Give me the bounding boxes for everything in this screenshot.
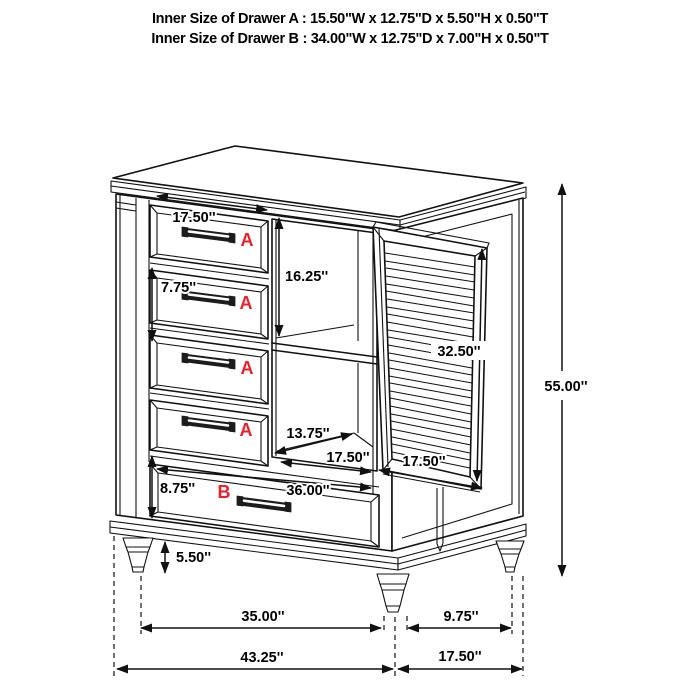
overall-depth-label: 17.50'' xyxy=(438,649,481,665)
drawer-b-width-label: 36.00'' xyxy=(286,483,329,499)
door-height-label-bg xyxy=(431,341,488,360)
dimension-labels: 17.50'' 16.25'' 7.75'' 32.50'' 55.00'' 1… xyxy=(158,208,590,668)
dim-door-height xyxy=(472,248,487,482)
drawer-a4-letter: A xyxy=(240,420,253,440)
door-height-label: 32.50'' xyxy=(437,344,480,360)
drawer-rails xyxy=(149,262,380,488)
interior-width-label: 17.50'' xyxy=(326,450,369,466)
front-leg-spacing-label: 35.00'' xyxy=(241,609,284,625)
interior-depth-label: 13.75'' xyxy=(286,426,329,442)
dim-interior-depth xyxy=(274,432,353,455)
total-height-label: 55.00'' xyxy=(544,379,587,395)
overall-width-label: 43.25'' xyxy=(240,650,283,666)
drawer-letter-labels: A A A A B xyxy=(218,230,254,502)
dimension-arrows xyxy=(116,183,567,674)
interior-back-corner xyxy=(275,231,359,433)
leg-height-label: 5.50'' xyxy=(176,550,211,566)
door-louvers xyxy=(384,252,476,469)
title-block: Inner Size of Drawer A : 15.50"W x 12.75… xyxy=(151,11,549,47)
drawer-a-width-label: 17.50'' xyxy=(172,210,215,226)
drawer-handles xyxy=(181,226,292,513)
drawer-a2-letter: A xyxy=(240,293,253,313)
drawer-a-height-label: 7.75'' xyxy=(161,280,196,296)
drawer-a3-letter: A xyxy=(241,358,254,378)
door-width-label: 17.50'' xyxy=(402,454,445,470)
dim-drawer-b-width xyxy=(156,465,372,492)
upper-opening-height-label: 16.25'' xyxy=(285,269,328,285)
title-line-2: Inner Size of Drawer B : 34.00"W x 12.75… xyxy=(151,31,549,47)
side-pilaster-flute xyxy=(436,487,444,552)
drawer-b-letter: B xyxy=(218,482,231,502)
interior-shelf xyxy=(271,342,378,365)
dim-drawer-a-width xyxy=(156,192,268,214)
front-left-leg xyxy=(122,537,154,573)
side-leg-spacing-label: 9.75'' xyxy=(443,609,478,625)
title-line-1: Inner Size of Drawer A : 15.50"W x 12.75… xyxy=(152,11,549,27)
base-molding xyxy=(109,520,527,571)
back-right-leg xyxy=(495,540,525,573)
drawer-b-height-label: 8.75'' xyxy=(160,481,195,497)
dim-door-width xyxy=(378,467,483,491)
drawer-a1-letter: A xyxy=(241,230,254,250)
front-right-leg xyxy=(376,573,410,613)
